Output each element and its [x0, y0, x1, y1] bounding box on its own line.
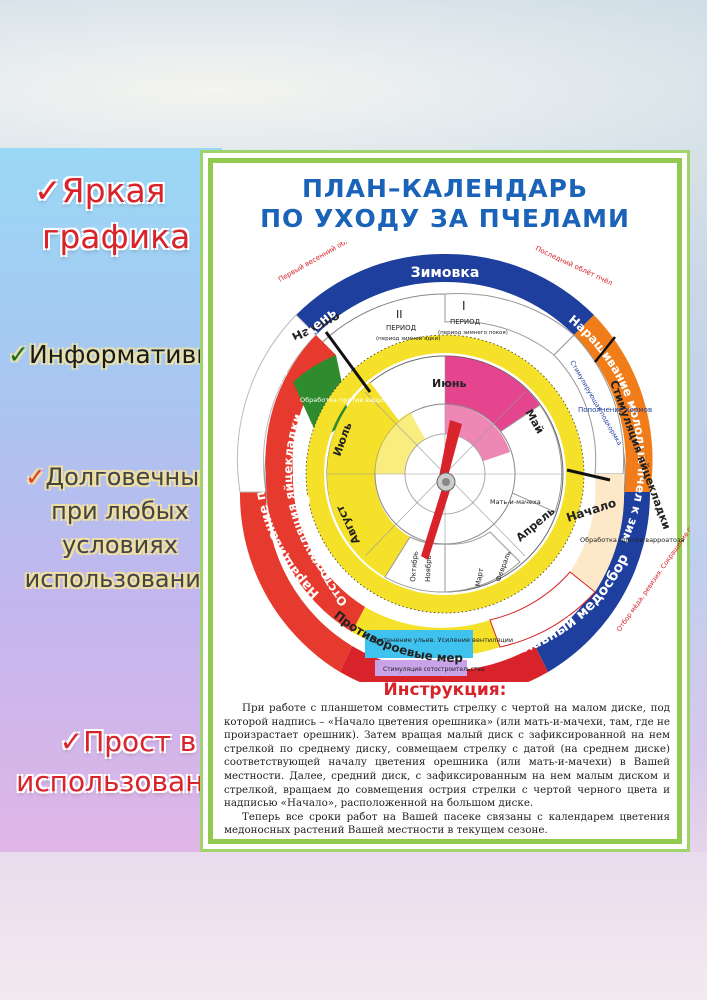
- period2-sub: (период зимней ядки): [376, 335, 440, 342]
- period2-label: ПЕРИОД: [386, 324, 417, 332]
- period1-sub: (период зимнего покоя): [438, 330, 508, 336]
- pointer-arrow[interactable]: [421, 420, 462, 560]
- ventilation-box: [365, 630, 473, 658]
- month-october: Октябрь: [409, 551, 420, 583]
- july-sector: [326, 382, 400, 474]
- build-up-winter-sector: [574, 315, 653, 492]
- poster-title-line2: ПО УХОДУ ЗА ПЧЕЛАМИ: [260, 204, 630, 233]
- instructions-text: При работе с планшетом совместить стрелк…: [224, 702, 670, 838]
- wintering-label: Зимовка: [411, 265, 480, 281]
- checkmark-icon: ✓: [25, 463, 46, 491]
- stim-comb-label: Стимуляция сотостроительства: [383, 666, 485, 673]
- promo-item-durable: ✓Долговечный при любых условиях использо…: [24, 463, 216, 593]
- feeding-label: Пополнение кормов: [578, 406, 652, 414]
- month-june: Июнь: [432, 377, 467, 390]
- march-sector: [444, 531, 521, 593]
- period1-num: I: [462, 299, 466, 313]
- early-spring-sector: [236, 314, 317, 493]
- period1-label: ПЕРИОД: [450, 318, 481, 326]
- background-bottom: [0, 852, 707, 1000]
- calendar-poster: ПЛАН–КАЛЕНДАРЬ ПО УХОДУ ЗА ПЧЕЛАМИ: [200, 150, 690, 852]
- wintering-sector: [445, 253, 594, 335]
- instructions-paragraph-1: При работе с планшетом совместить стрелк…: [224, 702, 670, 810]
- stim-comb-box: [375, 660, 467, 676]
- promo-item-bright: ✓Яркая графика: [34, 171, 191, 256]
- varroa-right-label: Обработка против варроатоза: [580, 536, 684, 544]
- varroa-left-label: Обработка против варроатоза: [300, 396, 404, 404]
- august-sector: [326, 474, 410, 577]
- checkmark-icon: ✓: [8, 340, 29, 369]
- coltsfoot-label: Мать-и-мачеха: [490, 498, 541, 506]
- build-up-sector: [239, 492, 352, 672]
- promo-panel: [0, 148, 222, 854]
- poster-title-line1: ПЛАН–КАЛЕНДАРЬ: [302, 174, 588, 203]
- checkmark-icon: ✓: [59, 725, 84, 758]
- may-sector: [445, 356, 540, 432]
- start-marker-right: [566, 468, 611, 482]
- ventilation-label: Притенение ульев. Усиление вентиляции: [370, 636, 513, 644]
- feeding-marker: [594, 336, 616, 363]
- instructions-paragraph-2: Теперь все сроки работ на Вашей пасеке с…: [224, 810, 670, 837]
- poster-frame: [208, 158, 682, 844]
- start-marker-left: [324, 331, 372, 393]
- instructions-title: Инструкция:: [383, 680, 507, 700]
- month-november: Ноябрь: [424, 555, 433, 582]
- month-march: Март: [474, 567, 485, 587]
- comb-build-sector: [265, 474, 365, 632]
- wintering-sector-left: [296, 253, 445, 335]
- swarm-red-sector: [489, 571, 596, 648]
- period2-num: II: [396, 308, 403, 321]
- background-top: [0, 0, 707, 150]
- calendar-wheel: Зимовка Начало Начало Наращивание пчел к…: [200, 242, 690, 682]
- main-honeyflow-sector: [535, 492, 651, 672]
- checkmark-icon: ✓: [34, 171, 62, 210]
- varroa-right-sector: [570, 474, 625, 592]
